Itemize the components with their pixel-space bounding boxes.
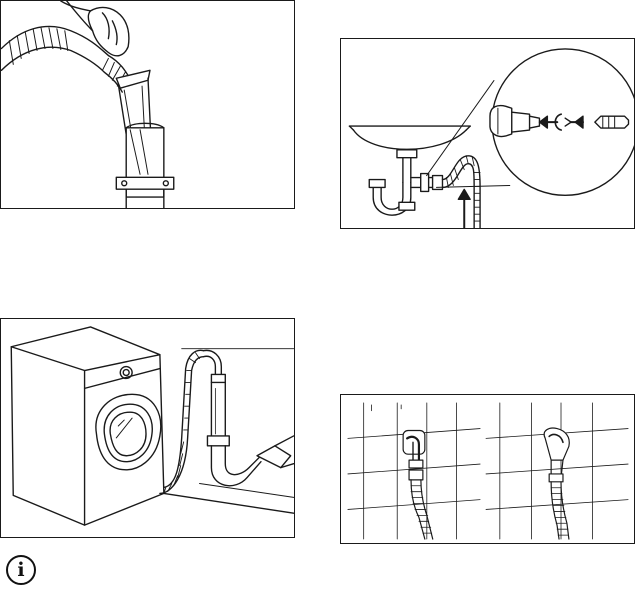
wall-drain-hose-guide-illustration (340, 394, 635, 544)
hose-into-standpipe-illustration (0, 0, 295, 209)
washing-machine-drain-hose-illustration (0, 318, 295, 538)
info-icon: i (6, 555, 36, 585)
hose-to-sink-trap-illustration (340, 38, 635, 229)
info-icon-glyph: i (17, 559, 24, 581)
